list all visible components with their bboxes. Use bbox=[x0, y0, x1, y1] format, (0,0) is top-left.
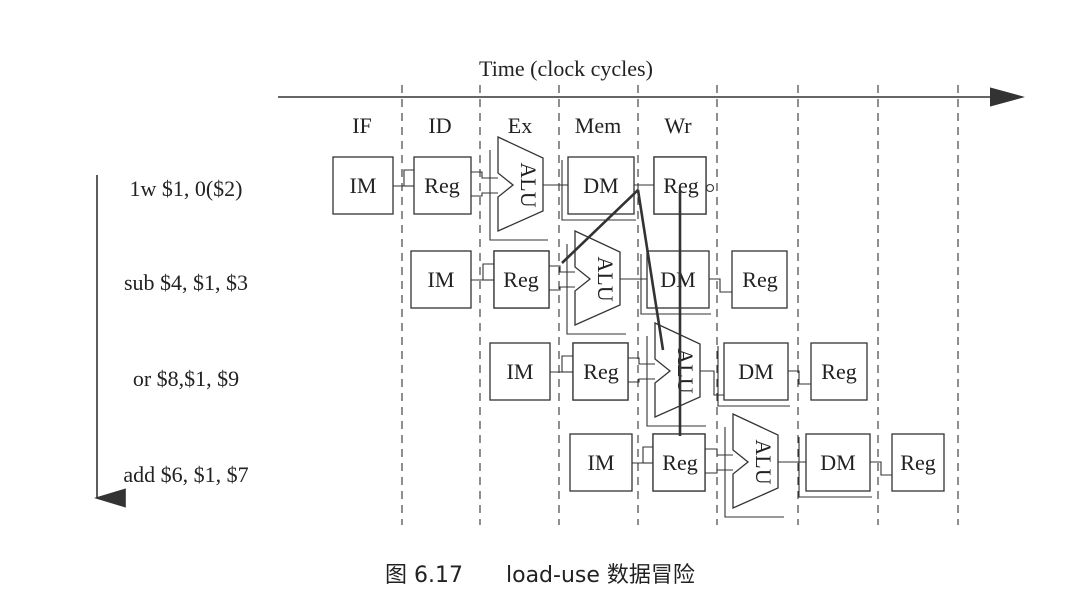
time-axis-title: Time (clock cycles) bbox=[479, 56, 653, 81]
stage-headers: IF ID Ex Mem Wr bbox=[352, 113, 692, 138]
dm-box bbox=[805, 433, 871, 492]
alu-shape bbox=[497, 135, 544, 233]
caption-text: load-use 数据冒险 bbox=[506, 563, 695, 588]
dm-label: DM bbox=[660, 267, 695, 292]
dm-label: DM bbox=[583, 173, 618, 198]
stage-header-if: IF bbox=[352, 113, 372, 138]
alu-label: ALU bbox=[593, 256, 618, 301]
reg-label: Reg bbox=[583, 359, 618, 384]
instruction-labels: 1w $1, 0($2) sub $4, $1, $3 or $8,$1, $9… bbox=[123, 176, 248, 487]
instruction-4: add $6, $1, $7 bbox=[123, 462, 248, 487]
figure-caption: 图 6.17 load-use 数据冒险 bbox=[385, 563, 695, 588]
pipeline-row-1: IM Reg ALU DM Reg bbox=[332, 135, 715, 241]
instruction-1: 1w $1, 0($2) bbox=[129, 176, 242, 201]
caption-figure-number: 图 6.17 bbox=[385, 563, 463, 588]
stage-header-ex: Ex bbox=[508, 113, 532, 138]
im-box bbox=[489, 342, 551, 401]
reg-write-label: Reg bbox=[742, 267, 777, 292]
im-label: IM bbox=[350, 173, 377, 198]
dm-box bbox=[723, 342, 789, 401]
stage-header-id: ID bbox=[428, 113, 451, 138]
alu-shape bbox=[732, 412, 779, 510]
alu-label: ALU bbox=[516, 162, 541, 207]
dm-box bbox=[646, 250, 710, 309]
reg-write-box bbox=[810, 342, 868, 401]
pipeline-row-2: IM Reg ALU DM Reg bbox=[410, 229, 788, 335]
alu-label: ALU bbox=[673, 348, 698, 393]
pipeline-row-4: IM Reg ALU DM Reg bbox=[569, 412, 945, 518]
im-label: IM bbox=[588, 450, 615, 475]
im-box bbox=[569, 433, 633, 492]
reg-label: Reg bbox=[662, 450, 697, 475]
reg-write-box bbox=[891, 433, 945, 492]
stage-header-wr: Wr bbox=[664, 113, 692, 138]
reg-label: Reg bbox=[424, 173, 459, 198]
reg-label: Reg bbox=[503, 267, 538, 292]
alu-label: ALU bbox=[751, 439, 776, 484]
pipeline-row-3: IM Reg ALU DM Reg bbox=[489, 321, 868, 427]
stage-header-mem: Mem bbox=[575, 113, 621, 138]
dm-label: DM bbox=[738, 359, 773, 384]
im-label: IM bbox=[507, 359, 534, 384]
dm-label: DM bbox=[820, 450, 855, 475]
instruction-3: or $8,$1, $9 bbox=[133, 366, 239, 391]
alu-shape bbox=[654, 321, 701, 419]
dependency-lines bbox=[561, 189, 682, 436]
reg-write-label: Reg bbox=[900, 450, 935, 475]
reg-write-label: Reg bbox=[821, 359, 856, 384]
reg-write-box bbox=[731, 250, 788, 309]
im-box bbox=[410, 250, 472, 309]
alu-shape bbox=[574, 229, 621, 327]
im-box bbox=[332, 156, 394, 215]
im-label: IM bbox=[428, 267, 455, 292]
reg-box bbox=[413, 156, 472, 215]
instruction-2: sub $4, $1, $3 bbox=[124, 270, 248, 295]
